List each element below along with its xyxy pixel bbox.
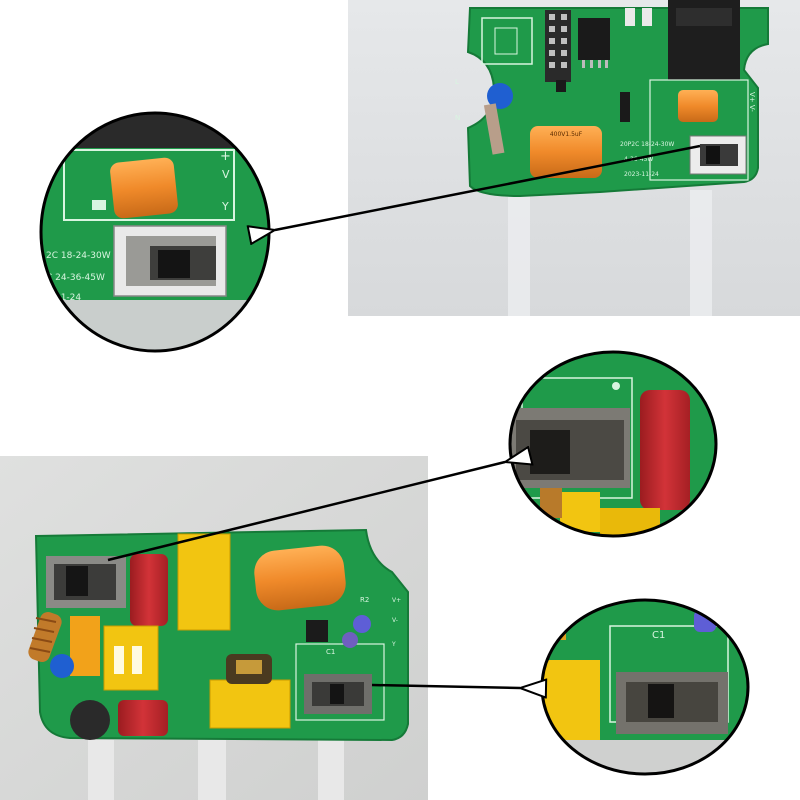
svg-text:R2: R2 [360, 596, 369, 604]
orange-capacitor [530, 126, 602, 178]
arrows [107, 144, 701, 688]
inductor [70, 700, 110, 740]
ic-chip [578, 18, 610, 60]
arrow-to-top-zoom [275, 144, 701, 230]
svg-text:L: L [455, 78, 459, 86]
silk-date: 2023-11-24 [624, 171, 659, 178]
slide-switch-bottom-right [304, 674, 372, 714]
svg-text:Y: Y [391, 641, 396, 648]
yellow-transformer [177, 533, 231, 631]
cap-label: 400V1.5uF [550, 131, 583, 138]
slide-switch-bottom-left [46, 556, 126, 608]
arrow-to-middle-zoom [107, 462, 505, 562]
yellow-transformer-2 [209, 654, 291, 729]
zoom-circle-bottom: C1 [540, 598, 750, 776]
zoom-plus: + [220, 149, 231, 164]
zoom-silk-freq: 2C 18-24-30W [46, 251, 111, 261]
silk-spec: 4-36-45W [624, 156, 653, 163]
svg-text:C1: C1 [326, 648, 335, 656]
silk-freq: 20P2C 18-24-30W [620, 141, 674, 148]
svg-text:V-: V- [392, 617, 398, 624]
arrow-to-bottom-zoom [371, 685, 520, 688]
zoom-v: V [222, 168, 230, 181]
pin-header [545, 10, 571, 82]
zoom-silk-date: 3-11-24 [46, 293, 81, 303]
slide-switch-top [689, 135, 747, 175]
svg-text:N: N [455, 114, 460, 122]
svg-text:V+ V-: V+ V- [748, 92, 756, 112]
orange-capacitor-bottom [254, 545, 346, 611]
photo-bottom: C1 R2 V+ V- Y [0, 456, 428, 800]
blue-capacitor [487, 83, 513, 109]
zoom-circle-top: + V Y 2C 18-24-30W C 24-36-45W 3-11-24 [39, 111, 271, 353]
coil [28, 611, 62, 663]
photo-top: 400V1.5uF 20P2C 18-24-30W 4-36-45W 2023-… [348, 0, 800, 316]
svg-text:V+: V+ [392, 597, 401, 604]
zoom-silk-spec: C 24-36-45W [46, 273, 105, 283]
zoom-ref-c1: C1 [652, 630, 665, 641]
zoom-y: Y [221, 200, 229, 213]
zoom-circle-middle [508, 350, 718, 538]
